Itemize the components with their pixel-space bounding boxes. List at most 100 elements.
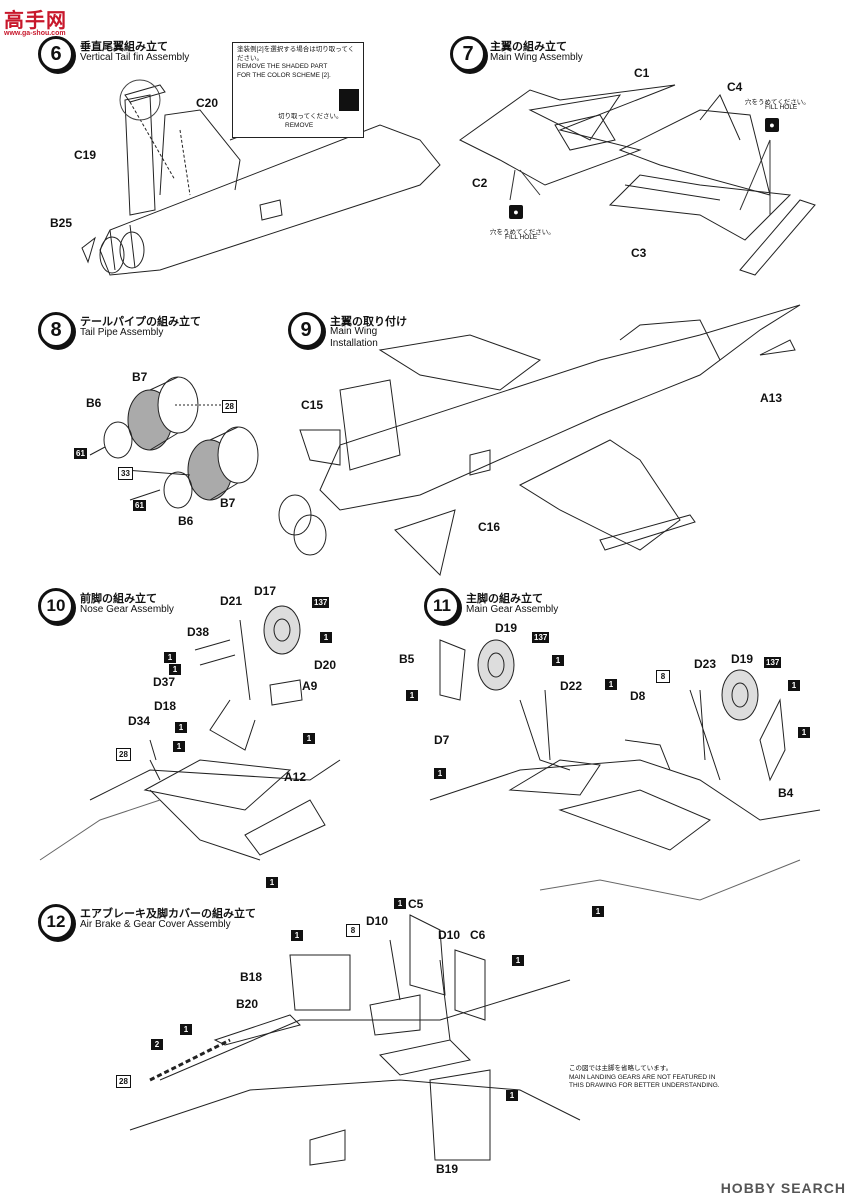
part-c3: C3: [631, 246, 647, 260]
part-d10: D10: [366, 914, 389, 928]
step-7-title-jp: 主翼の組み立て: [490, 41, 567, 53]
part-d7: D7: [434, 733, 450, 747]
part-b20: B20: [236, 997, 259, 1011]
paint-code: 137: [312, 597, 330, 608]
paint-code: 1: [788, 680, 800, 691]
paint-code: 1: [291, 930, 303, 941]
step7-drawing: [459, 84, 816, 276]
step-8-title-en: Tail Pipe Assembly: [80, 327, 164, 338]
step-8-number: 8: [38, 312, 74, 348]
paint-code: 1: [394, 898, 406, 909]
cut-icon: [339, 89, 359, 111]
part-b5: B5: [399, 652, 415, 666]
step-6-title-jp: 垂直尾翼組み立て: [80, 41, 168, 53]
part-c19: C19: [74, 148, 97, 162]
part-d17: D17: [254, 584, 277, 598]
part-c16: C16: [478, 520, 501, 534]
part-b6: B6: [86, 396, 102, 410]
step-9-title-jp: 主翼の取り付け: [330, 316, 407, 328]
step-10-number: 10: [38, 588, 74, 624]
part-d22: D22: [560, 679, 583, 693]
step10-drawing: [39, 605, 341, 861]
paint-code: 61: [74, 448, 87, 459]
paint-code: 1: [512, 955, 524, 966]
part-d38: D38: [187, 625, 210, 639]
part-b6: B6: [178, 514, 194, 528]
step-7-title-en: Main Wing Assembly: [490, 52, 583, 63]
part-d37: D37: [153, 675, 176, 689]
step-7-number: 7: [450, 36, 486, 72]
step-11-title-en: Main Gear Assembly: [466, 604, 559, 615]
shaded-note-en-1: REMOVE THE SHADED PART: [237, 63, 328, 70]
paint-code: 8: [656, 670, 670, 683]
gear-note-en-2: THIS DRAWING FOR BETTER UNDERSTANDING.: [569, 1082, 720, 1089]
step-12-title-jp: エアブレーキ及脚カバーの組み立て: [80, 908, 256, 920]
step-11-title-jp: 主脚の組み立て: [466, 593, 543, 605]
paint-code: 1: [552, 655, 564, 666]
hobby-search-watermark: HOBBY SEARCH: [720, 1180, 846, 1196]
paint-code: 33: [118, 467, 133, 480]
part-c20: C20: [196, 96, 219, 110]
remove-note-en: REMOVE: [285, 122, 314, 129]
step-6-number: 6: [38, 36, 74, 72]
part-a9: A9: [302, 679, 318, 693]
paint-code: 2: [151, 1039, 163, 1050]
shaded-part-note: 塗装例[2]を選択する場合は切り取ってください。 REMOVE THE SHAD…: [232, 42, 364, 138]
step-10-title-en: Nose Gear Assembly: [80, 604, 174, 615]
step-9-number: 9: [288, 312, 324, 348]
part-d8: D8: [630, 689, 646, 703]
fill-hole-jp-2: 穴をうめてください。: [490, 229, 555, 236]
paint-code: 1: [175, 722, 187, 733]
part-b18: B18: [240, 970, 263, 984]
part-b7: B7: [220, 496, 236, 510]
remove-note-jp: 切り取ってください。: [278, 113, 343, 120]
paint-code: 1: [164, 652, 176, 663]
part-b19: B19: [436, 1162, 459, 1176]
part-c4: C4: [727, 80, 743, 94]
part-d20: D20: [314, 658, 337, 672]
part-c5: C5: [408, 897, 424, 911]
paint-code: 28: [116, 1075, 131, 1088]
gear-note-jp: この図では主脚を省略しています。: [569, 1065, 673, 1072]
paint-code: 1: [434, 768, 446, 779]
part-d19: D19: [495, 621, 518, 635]
part-d23: D23: [694, 657, 717, 671]
fill-hole-en-2: FILL HOLE: [505, 234, 538, 241]
paint-code: 1: [592, 906, 604, 917]
paint-code: 1: [506, 1090, 518, 1101]
part-b7: B7: [132, 370, 148, 384]
paint-code: 1: [798, 727, 810, 738]
step-9-title-en-2: Installation: [330, 338, 378, 349]
part-d19: D19: [731, 652, 754, 666]
step-9-title-en: Main Wing: [330, 326, 378, 337]
part-d18: D18: [154, 699, 177, 713]
part-d10: D10: [438, 928, 461, 942]
step11-drawing: [429, 639, 821, 901]
fill-hole-jp-1: 穴をうめてください。: [745, 99, 810, 106]
part-a13: A13: [760, 391, 783, 405]
paint-code: 137: [764, 657, 782, 668]
part-c15: C15: [301, 398, 324, 412]
main-gear-omitted-note: この図では主脚を省略しています。 MAIN LANDING GEARS ARE …: [565, 1062, 761, 1098]
fill-hole-en-1: FILL HOLE: [765, 104, 798, 111]
paint-code: 1: [180, 1024, 192, 1035]
step12-drawing: [129, 914, 581, 1166]
part-b25: B25: [50, 216, 73, 230]
part-d21: D21: [220, 594, 243, 608]
part-a12: A12: [284, 770, 307, 784]
step9-drawing: [278, 304, 801, 576]
part-d34: D34: [128, 714, 151, 728]
shaded-note-en-2: FOR THE COLOR SCHEME [2].: [237, 71, 331, 79]
paint-code: 1: [169, 664, 181, 675]
step-6-title-en: Vertical Tail fin Assembly: [80, 52, 190, 63]
part-c1: C1: [634, 66, 650, 80]
step-10-title-jp: 前脚の組み立て: [80, 593, 157, 605]
step-12-number: 12: [38, 904, 74, 940]
paint-code: 1: [605, 679, 617, 690]
paint-code: 28: [116, 748, 131, 761]
paint-code: 1: [266, 877, 278, 888]
paint-code: 137: [532, 632, 550, 643]
part-c2: C2: [472, 176, 488, 190]
